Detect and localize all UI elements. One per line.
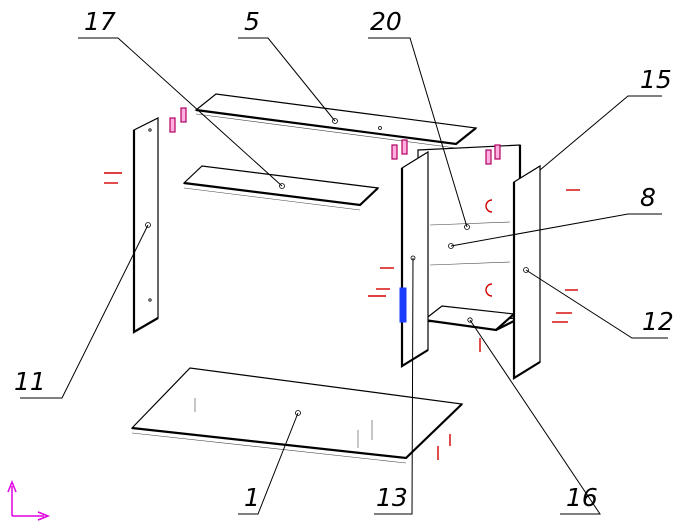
callout-20: 20 (370, 7, 402, 36)
part-12-right-side-panel (512, 164, 541, 380)
callout-12: 12 (642, 307, 674, 336)
callout-13: 13 (376, 483, 408, 512)
leader-lines (20, 37, 668, 515)
coordinate-axis-icon (7, 479, 51, 521)
callout-17: 16 (566, 483, 598, 512)
part-16-shelf (182, 165, 380, 211)
callout-labels: 17 5 20 15 8 11 12 13 1 16 (14, 7, 674, 512)
part-5-top-panel (194, 93, 478, 149)
part-11-left-side-panel (132, 117, 159, 334)
connector-pins (169, 107, 501, 165)
back-cabinet-box (417, 144, 522, 331)
callout-11: 11 (14, 367, 46, 396)
callout-5: 5 (244, 7, 260, 36)
part-13-front-upright (399, 150, 429, 368)
callout-16: 17 (84, 7, 116, 36)
hinge-icon (399, 287, 407, 323)
callout-1: 1 (244, 483, 260, 512)
callout-15: 15 (640, 65, 672, 94)
callout-8: 8 (640, 183, 656, 212)
fasteners (104, 172, 580, 460)
part-1-bottom-panel (130, 367, 464, 464)
